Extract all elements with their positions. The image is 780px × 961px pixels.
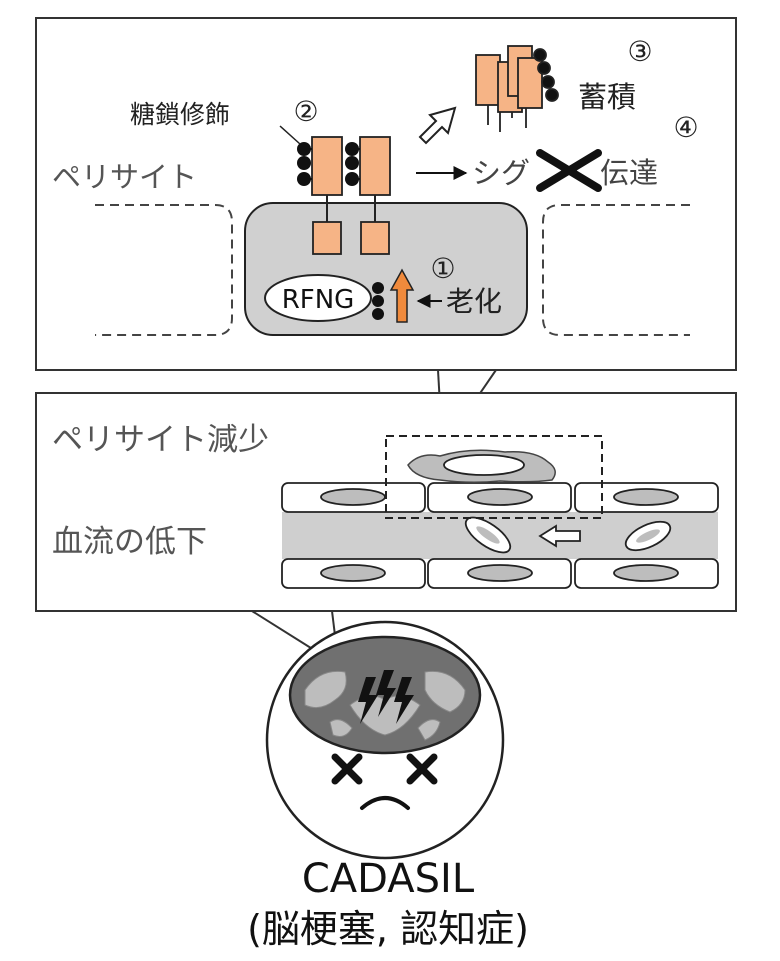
step2-marker: ② xyxy=(293,95,318,128)
hollow-arrow xyxy=(418,106,457,145)
blood-cell-left-inner xyxy=(476,526,500,544)
flow-decrease-label: 血流の低下 xyxy=(52,524,207,560)
step3-marker: ③ xyxy=(627,35,652,68)
pericyte-nucleus xyxy=(443,454,525,476)
receptor-inner-left xyxy=(312,221,342,255)
glycan-dots xyxy=(297,142,360,186)
disease-symptoms: (脳梗塞, 認知症) xyxy=(247,907,529,951)
x-eyes-icon xyxy=(331,753,438,785)
rfng-glycan-dots xyxy=(372,282,384,320)
pericyte-label: ペリサイト xyxy=(52,160,197,194)
signal-suffix: 伝達 xyxy=(600,156,658,190)
endothelial-top-row xyxy=(281,482,719,513)
blood-cell-right-inner xyxy=(636,529,660,543)
rfng-label: RFNG xyxy=(282,285,355,315)
aging-up-arrow xyxy=(389,268,415,323)
accumulated-receptors xyxy=(475,45,559,132)
brain-white-matter xyxy=(304,670,466,741)
block-cross-icon xyxy=(536,149,602,192)
glyco-label: 糖鎖修飾 xyxy=(130,100,230,129)
flow-arrow xyxy=(538,524,581,548)
pericyte-outline-left xyxy=(95,204,233,336)
glyco-pointer xyxy=(279,125,301,145)
frown-mouth xyxy=(360,796,410,810)
endothelial-bottom-row xyxy=(281,558,719,589)
step4-marker: ④ xyxy=(673,111,698,144)
receptor-inner-right xyxy=(360,221,390,255)
accumulate-label: 蓄積 xyxy=(578,80,636,114)
lightning-icon xyxy=(358,670,414,724)
pericyte-loss-label: ペリサイト減少 xyxy=(52,422,269,458)
disease-name: CADASIL xyxy=(302,856,475,902)
rfng-ellipse xyxy=(264,274,372,322)
pericyte-outline-right xyxy=(542,204,690,336)
receptor-outer-left xyxy=(311,136,343,196)
receptor-outer-right xyxy=(359,136,391,196)
step1-marker: ① xyxy=(430,252,455,285)
zoom-box xyxy=(385,435,603,519)
signal-prefix: シグ xyxy=(472,156,530,190)
aging-label: 老化 xyxy=(446,285,502,318)
